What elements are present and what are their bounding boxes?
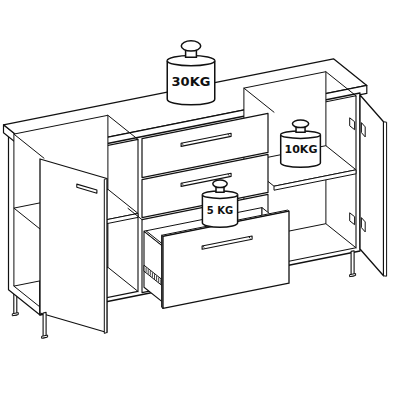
weight-shoulder [202, 195, 237, 199]
weight-body [202, 191, 237, 227]
handle-post [182, 183, 183, 185]
drawer-handle [202, 236, 252, 249]
weight-node: 5 KG [200, 178, 240, 228]
compartment-edge [108, 115, 138, 139]
hinge [361, 123, 365, 137]
drawer-opening-edge [128, 208, 142, 219]
weight-node: 10KG [278, 118, 323, 168]
compartment-edge [326, 72, 356, 96]
weight-knob [293, 120, 309, 128]
shelf-edge [274, 170, 356, 190]
runner-slot [146, 268, 147, 272]
runner-slot [152, 273, 153, 277]
handle-post [249, 237, 250, 239]
weight-shoulder [167, 61, 215, 66]
weight-knob [213, 180, 227, 188]
weight-body [167, 56, 215, 105]
runner-slot [150, 271, 151, 275]
weight-outline [164, 38, 218, 106]
metal-leg [43, 312, 46, 338]
handle-post [182, 143, 183, 145]
weight-shoulder [281, 135, 321, 139]
leg-foot [350, 274, 356, 277]
weight-node: 30KG [164, 38, 218, 106]
weight-label: 30KG [172, 75, 211, 89]
hinge-plate [350, 213, 355, 225]
door-edge [104, 179, 107, 334]
runner-slot [154, 275, 155, 279]
leg-foot [12, 313, 18, 316]
compartment-edge [326, 224, 356, 248]
compartment-edge [244, 88, 274, 112]
door-edge [384, 122, 387, 276]
weight-outline [278, 118, 323, 168]
handle-post [228, 174, 229, 176]
metal-leg [351, 251, 354, 277]
handle-post [203, 246, 204, 248]
weight-knob [181, 41, 200, 51]
leg-foot [42, 335, 48, 338]
weight-outline [200, 178, 240, 228]
right-door [360, 95, 384, 276]
hinge [361, 218, 365, 232]
weight-label: 10KG [285, 144, 318, 156]
door-handle [77, 184, 97, 193]
weight-label: 5 KG [207, 205, 233, 216]
runner-slot [156, 276, 157, 280]
drawer-handle [181, 133, 231, 146]
handle-post [228, 134, 229, 136]
compartment-edge [108, 267, 138, 291]
runner-slot [148, 270, 149, 274]
weight-body [281, 131, 321, 167]
hinge-plate [350, 118, 355, 130]
left-door [40, 159, 107, 333]
compartment-edge [14, 134, 44, 158]
runner-slot [158, 278, 159, 282]
